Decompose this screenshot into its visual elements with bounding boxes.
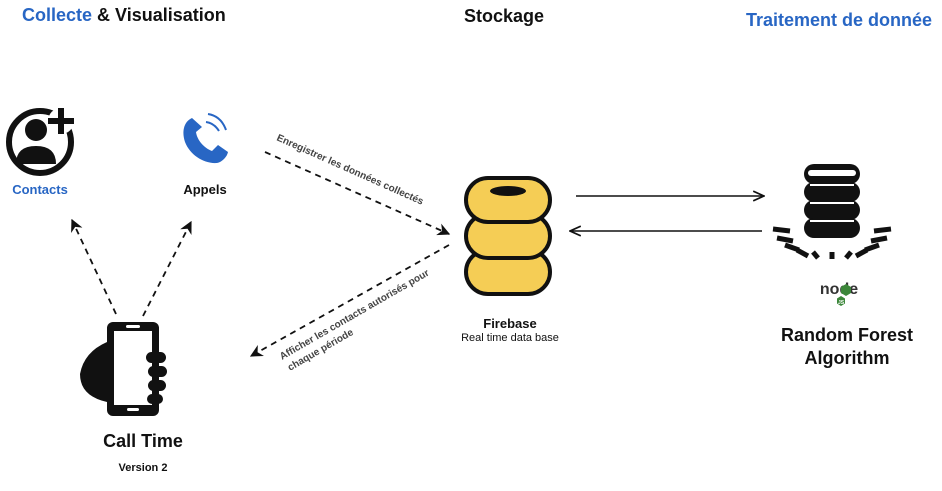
- edge-firebase-to-app: [249, 244, 450, 357]
- phone-icon: [183, 113, 228, 164]
- edge-label-show-line1: Afficher les contacts autorisés pour: [278, 268, 431, 363]
- add-contact-icon: [6, 108, 74, 176]
- svg-text:JS: JS: [838, 300, 845, 306]
- firebase-label: Firebase: [483, 316, 537, 331]
- header-stockage: Stockage: [464, 6, 545, 26]
- nodejs-logo-icon: node JS: [820, 281, 858, 306]
- firebase-sublabel: Real time data base: [461, 332, 559, 344]
- algorithm-label-line2: Algorithm: [804, 348, 890, 368]
- edge-label-save: Enregistrer les données collectés: [275, 133, 426, 208]
- contacts-label: Contacts: [12, 182, 68, 197]
- app-name-label: Call Time: [103, 431, 183, 451]
- firebase-database-icon: [464, 176, 552, 296]
- header-collecte: Collecte & Visualisation: [22, 5, 226, 26]
- algorithm-label-line1: Random Forest: [780, 325, 913, 345]
- edge-phone-to-contacts: [71, 218, 117, 315]
- app-version-label: Version 2: [118, 462, 168, 474]
- edge-save-to-firebase: [264, 151, 451, 236]
- algorithm-database-icon: [772, 164, 892, 260]
- algorithm-label: Random Forest Algorithm: [762, 324, 932, 370]
- header-collecte-rest: & Visualisation: [92, 5, 226, 25]
- hand-phone-icon: [80, 322, 167, 416]
- header-collecte-highlight: Collecte: [22, 5, 93, 25]
- header-traitement: Traitement de donnée: [745, 10, 932, 30]
- edge-phone-to-appels: [142, 220, 192, 317]
- appels-label: Appels: [183, 182, 227, 197]
- node-logo-text: node: [820, 281, 858, 298]
